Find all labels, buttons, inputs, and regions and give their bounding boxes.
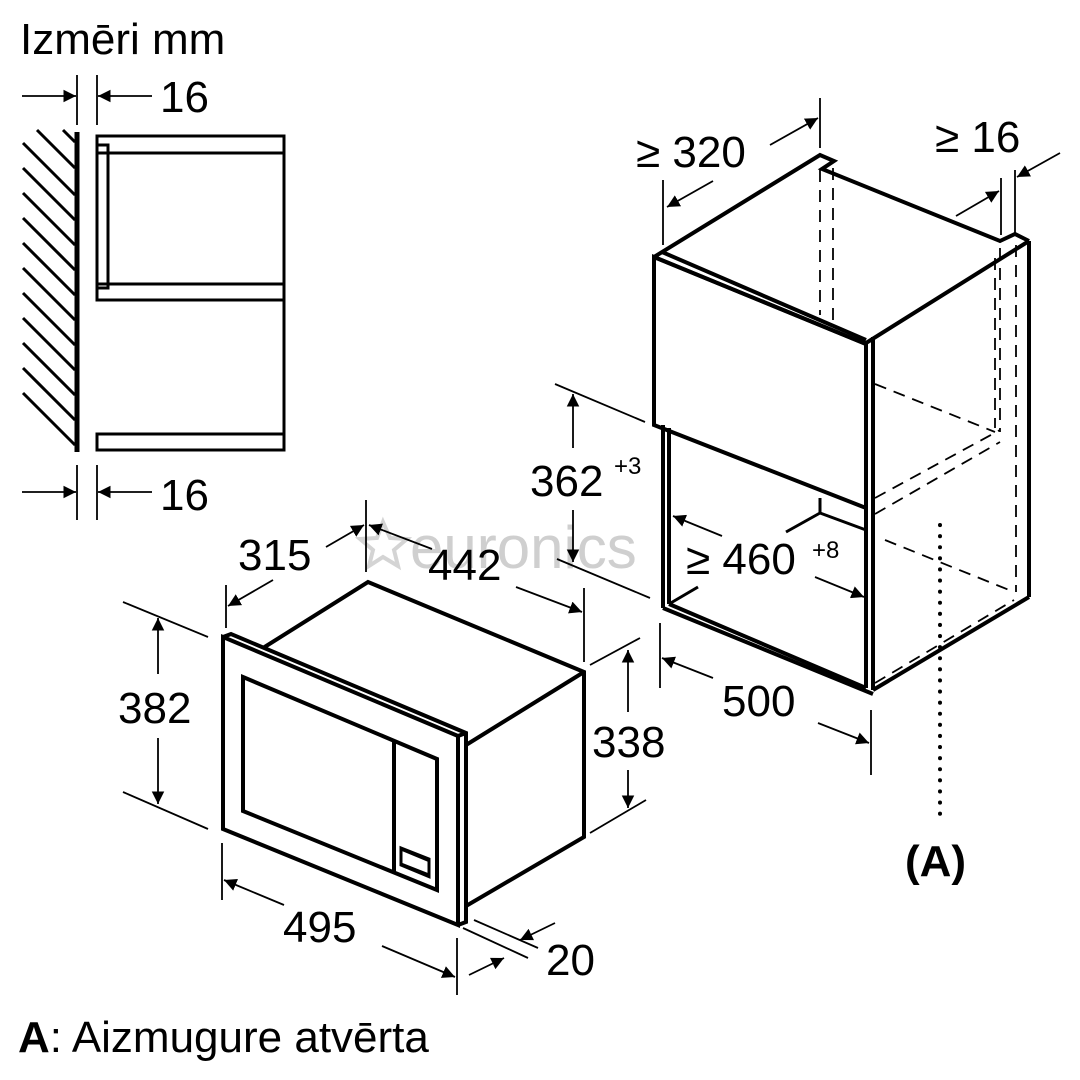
legend: A: Aizmugure atvērta (18, 1013, 429, 1062)
legend-text: Aizmugure atvērta (62, 1013, 429, 1062)
cabinet-drawing: ≥ 320 ≥ 16 362 +3 ≥ 460 +8 500 (A) (530, 98, 1061, 886)
dim-niche-depth: 500 (722, 677, 795, 726)
watermark-text: euronics (410, 514, 637, 581)
dim-niche-height-tolerance: +3 (614, 453, 641, 480)
appliance-drawing: 315 442 382 338 495 20 (118, 500, 665, 995)
star-icon (354, 516, 413, 571)
dim-top-gap: 16 (160, 73, 209, 122)
dim-appliance-front-height: 382 (118, 684, 191, 733)
dim-appliance-front-width: 495 (283, 903, 356, 952)
wall-hatch (21, 128, 77, 447)
dim-appliance-front-thickness: 20 (546, 936, 595, 985)
dim-niche-width-tolerance: +8 (812, 537, 839, 564)
dim-appliance-depth: 315 (238, 531, 311, 580)
dim-cabinet-depth-min: ≥ 320 (636, 128, 746, 177)
dim-cabinet-side-clearance: ≥ 16 (935, 113, 1020, 162)
watermark: euronics (354, 514, 637, 581)
dim-niche-width: ≥ 460 (686, 535, 796, 584)
dim-niche-height: 362 (530, 457, 603, 506)
dim-appliance-body-height: 338 (592, 718, 665, 767)
side-view: 16 16 (21, 73, 286, 520)
marker-a: (A) (905, 837, 966, 886)
dim-bottom-gap: 16 (160, 471, 209, 520)
legend-key: A (18, 1013, 50, 1062)
legend-separator: : (50, 1013, 62, 1062)
dim-appliance-width: 442 (428, 541, 501, 590)
page-title: Izmēri mm (20, 15, 225, 64)
